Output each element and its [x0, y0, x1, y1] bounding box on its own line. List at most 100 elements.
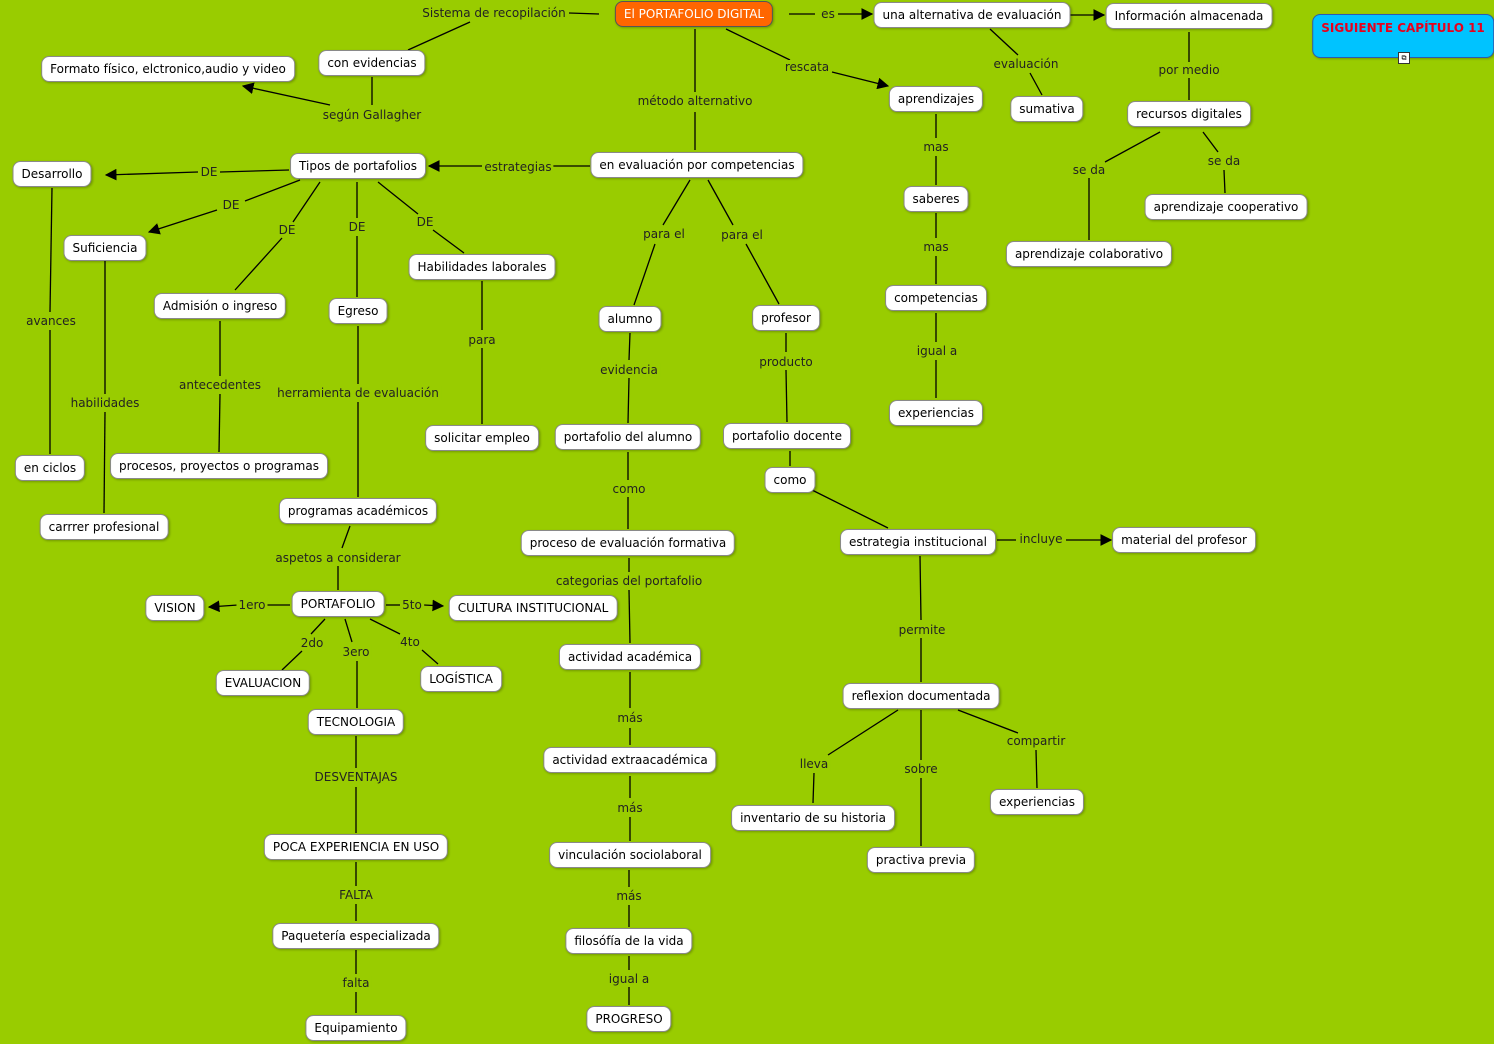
node-tecnologia[interactable]: TECNOLOGIA [307, 709, 405, 735]
node-aprendizajes[interactable]: aprendizajes [888, 86, 984, 112]
node-port-alumno[interactable]: portafolio del alumno [554, 424, 702, 450]
node-cooperativo[interactable]: aprendizaje cooperativo [1144, 194, 1308, 220]
node-equipamiento[interactable]: Equipamiento [305, 1015, 407, 1041]
link-label-de-1: DE [198, 165, 220, 179]
link-label-antecedentes: antecedentes [177, 378, 263, 392]
node-progreso[interactable]: PROGRESO [586, 1006, 672, 1032]
link-label-4to: 4to [398, 635, 422, 649]
node-extraacad[interactable]: actividad extraacadémica [543, 747, 717, 773]
node-colaborativo[interactable]: aprendizaje colaborativo [1005, 241, 1173, 267]
link-label-se-da-2: se da [1205, 154, 1243, 168]
link-label-segun: según Gallagher [320, 108, 424, 122]
node-recursos[interactable]: recursos digitales [1127, 101, 1251, 127]
link-label-de-5: DE [414, 215, 436, 229]
node-material[interactable]: material del profesor [1112, 527, 1256, 553]
node-suficiencia[interactable]: Suficiencia [63, 235, 147, 261]
link-label-sobre: sobre [902, 762, 940, 776]
node-proceso-eval[interactable]: proceso de evaluación formativa [520, 530, 736, 556]
link-label-permite: permite [896, 623, 948, 637]
link-label-se-da-1: se da [1070, 163, 1108, 177]
node-vision[interactable]: VISION [145, 595, 205, 621]
node-evidencias[interactable]: con evidencias [318, 50, 426, 76]
link-label-categorias: categorias del portafolio [553, 574, 705, 588]
link-label-de-2: DE [220, 198, 242, 212]
link-label-producto: producto [757, 355, 815, 369]
node-tipos[interactable]: Tipos de portafolios [290, 153, 426, 179]
link-label-herramienta: herramienta de evaluación [275, 386, 441, 400]
node-inventario[interactable]: inventario de su historia [731, 805, 895, 831]
node-competencias[interactable]: competencias [885, 285, 987, 311]
concept-map: El PORTAFOLIO DIGITAL una alternativa de… [12, 1, 1494, 1041]
node-formato[interactable]: Formato físico, elctronico,audio y video [41, 56, 295, 82]
node-egreso[interactable]: Egreso [328, 298, 388, 324]
node-actividad[interactable]: actividad académica [558, 644, 702, 670]
node-poca[interactable]: POCA EXPERIENCIA EN USO [263, 834, 449, 860]
link-label-metodo: método alternativo [635, 94, 755, 108]
link-label-para: para [466, 333, 498, 347]
node-logistica[interactable]: LOGÍSTICA [420, 666, 502, 692]
node-procesos[interactable]: procesos, proyectos o programas [110, 453, 328, 479]
link-label-falta-upper: FALTA [337, 888, 375, 902]
link-label-evidencia: evidencia [598, 363, 660, 377]
link-label-evaluacion: evaluación [991, 57, 1061, 71]
link-label-de-4: DE [346, 220, 368, 234]
node-competencias-eval[interactable]: en evaluación por competencias [590, 152, 804, 178]
node-alternativa[interactable]: una alternativa de evaluación [873, 2, 1071, 28]
node-alumno[interactable]: alumno [598, 306, 662, 332]
link-label-3ero: 3ero [340, 645, 372, 659]
link-label-rescata: rescata [782, 60, 832, 74]
link-label-para-el-1: para el [641, 227, 687, 241]
link-label-es: es [819, 7, 837, 21]
node-filosofia[interactable]: filosófía de la vida [565, 928, 693, 954]
node-root[interactable]: El PORTAFOLIO DIGITAL [614, 1, 774, 27]
link-label-incluye: incluye [1017, 532, 1065, 546]
link-label-aspetos: aspetos a considerar [273, 551, 403, 565]
link-label-2do: 2do [298, 636, 326, 650]
node-portafolio[interactable]: PORTAFOLIO [291, 591, 385, 617]
node-como[interactable]: como [764, 467, 816, 493]
link-label-avances: avances [24, 314, 78, 328]
link-label-falta-lower: falta [340, 976, 372, 990]
node-saberes[interactable]: saberes [903, 186, 969, 212]
node-paqueteria[interactable]: Paquetería especializada [272, 923, 440, 949]
node-habilidades[interactable]: Habilidades laborales [408, 254, 556, 280]
node-cultura[interactable]: CULTURA INSTITUCIONAL [448, 595, 618, 621]
node-experiencias-2[interactable]: experiencias [989, 789, 1085, 815]
link-label-de-3: DE [276, 223, 298, 237]
node-sumativa[interactable]: sumativa [1010, 96, 1084, 122]
node-profesor[interactable]: profesor [752, 305, 820, 331]
link-label-para-el-2: para el [719, 228, 765, 242]
node-evaluacion[interactable]: EVALUACION [215, 670, 311, 696]
link-label-lleva: lleva [797, 757, 831, 771]
siguiente-capitulo-button[interactable]: SIGUIENTE CAPÍTULO 11 [1312, 14, 1494, 58]
link-label-5to: 5to [400, 598, 424, 612]
node-estrategia[interactable]: estrategia institucional [840, 529, 996, 555]
link-label-igual-a-2: igual a [606, 972, 652, 986]
node-solicitar[interactable]: solicitar empleo [425, 425, 539, 451]
node-informacion[interactable]: Información almacenada [1105, 3, 1273, 29]
link-label-estrategias: estrategias [482, 160, 554, 174]
node-admision[interactable]: Admisión o ingreso [153, 293, 287, 319]
link-label-igual-a-1: igual a [914, 344, 960, 358]
link-label-mas-1: mas [921, 140, 951, 154]
link-label-como: como [610, 482, 648, 496]
node-carrera[interactable]: carrrer profesional [39, 514, 169, 540]
node-programas[interactable]: programas académicos [278, 498, 438, 524]
concept-map-link-icon[interactable]: ⧉ [1398, 52, 1410, 64]
link-label-1ero: 1ero [236, 598, 268, 612]
link-label-por-medio: por medio [1156, 63, 1222, 77]
link-label-sistema: Sistema de recopilación [420, 6, 568, 20]
node-desarrollo[interactable]: Desarrollo [12, 161, 92, 187]
node-vinculacion[interactable]: vinculación sociolaboral [549, 842, 711, 868]
link-label-compartir: compartir [1004, 734, 1068, 748]
link-label-mas-5: más [614, 889, 644, 903]
node-port-docente[interactable]: portafolio docente [723, 423, 851, 449]
node-practiva[interactable]: practiva previa [866, 847, 976, 873]
link-label-desventajas: DESVENTAJAS [312, 770, 400, 784]
node-reflexion[interactable]: reflexion documentada [842, 683, 1000, 709]
link-label-mas-3: más [615, 711, 645, 725]
node-experiencias-1[interactable]: experiencias [888, 400, 984, 426]
connector-lines [49, 8, 1226, 1013]
node-ciclos[interactable]: en ciclos [14, 455, 86, 481]
link-label-habilidades: habilidades [68, 396, 142, 410]
